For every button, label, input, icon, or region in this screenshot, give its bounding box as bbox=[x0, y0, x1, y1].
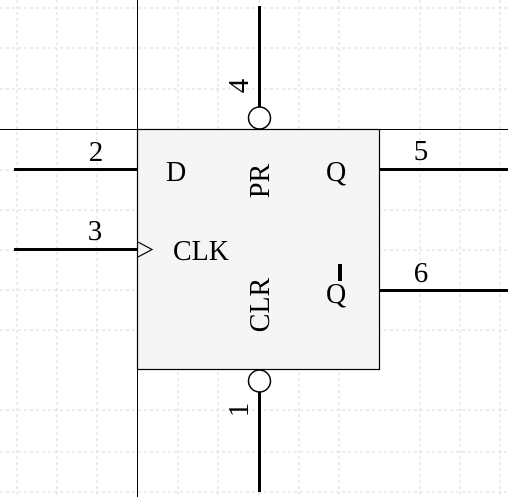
pr-inversion-bubble bbox=[247, 106, 272, 130]
pin-number-q: 5 bbox=[414, 135, 429, 167]
label-d: D bbox=[166, 157, 186, 188]
pin-number-qbar: 6 bbox=[414, 257, 429, 289]
label-qbar: Q bbox=[326, 279, 346, 310]
clock-edge-icon bbox=[137, 241, 154, 258]
pin-number-d: 2 bbox=[89, 136, 104, 168]
label-clr: CLR bbox=[245, 277, 276, 332]
pin-number-pr: 4 bbox=[223, 78, 255, 93]
clr-inversion-bubble bbox=[247, 369, 272, 393]
label-clk: CLK bbox=[173, 236, 229, 267]
pin-number-clk: 3 bbox=[88, 215, 103, 247]
pin-number-clr: 1 bbox=[223, 403, 255, 418]
label-pr: PR bbox=[245, 164, 276, 199]
flip-flop-body[interactable] bbox=[136, 128, 381, 371]
label-q: Q bbox=[326, 157, 346, 188]
